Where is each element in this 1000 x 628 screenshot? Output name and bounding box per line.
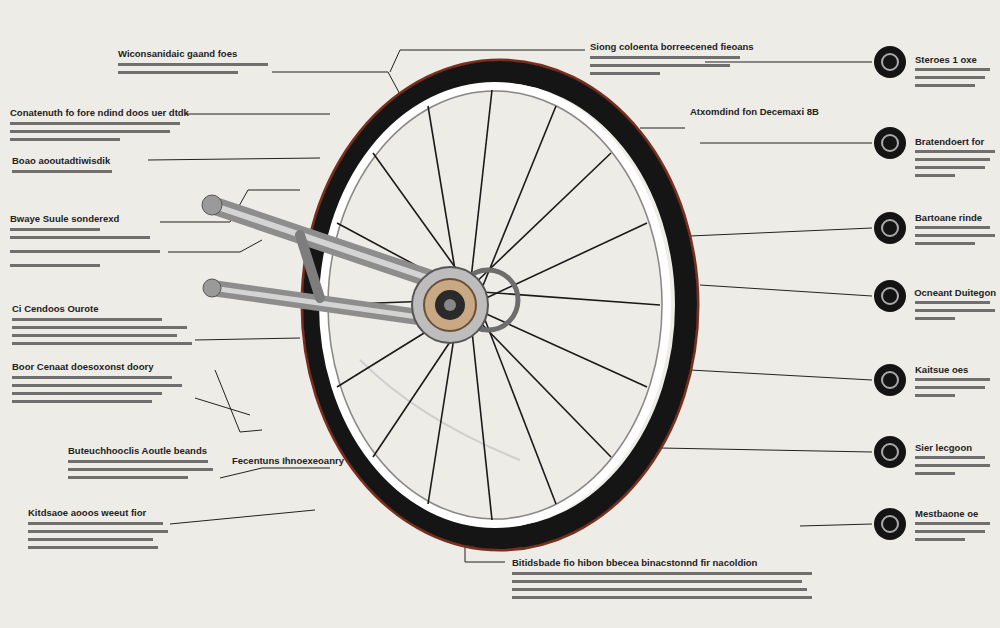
leader-lines <box>148 50 872 562</box>
part-label: Bwaye Suule sonderexd <box>10 213 119 224</box>
part-label: Boor Cenaat doesoxonst doory <box>12 361 153 372</box>
text-lines <box>10 56 995 599</box>
part-label: Kitdsaoe aooos weeut fior <box>28 507 146 518</box>
callout-label: Bratendoert for <box>915 136 984 147</box>
part-label: Atxomdind fon Decemaxi 8B <box>690 106 819 117</box>
callout-label: Kaitsue oes <box>915 364 968 375</box>
part-label: Fecentuns Ihnoexeoanry <box>232 455 344 466</box>
part-label: Buteuchhooclis Aoutle beands <box>68 445 207 456</box>
callout-label: Mestbaone oe <box>915 508 978 519</box>
part-label: Siong coloenta borreecened fieoans <box>590 41 754 52</box>
callout-label: Sier lecgoon <box>915 442 972 453</box>
part-label: Boao aooutadtiwisdik <box>12 155 110 166</box>
part-label: Conatenuth fo fore ndind doos uer dtdk <box>10 107 189 118</box>
wheel <box>202 60 698 550</box>
callout-circles <box>874 46 906 540</box>
callout-label: Steroes 1 oxe <box>915 54 977 65</box>
callout-label: Bartoane rinde <box>915 212 982 223</box>
callout-label: Ocneant Duitegon <box>914 287 996 298</box>
part-label: Bitidsbade fio hibon bbecea binacstonnd … <box>512 557 757 568</box>
part-label: Wiconsanidaic gaand foes <box>118 48 237 59</box>
part-label: Ci Cendoos Ourote <box>12 303 99 314</box>
